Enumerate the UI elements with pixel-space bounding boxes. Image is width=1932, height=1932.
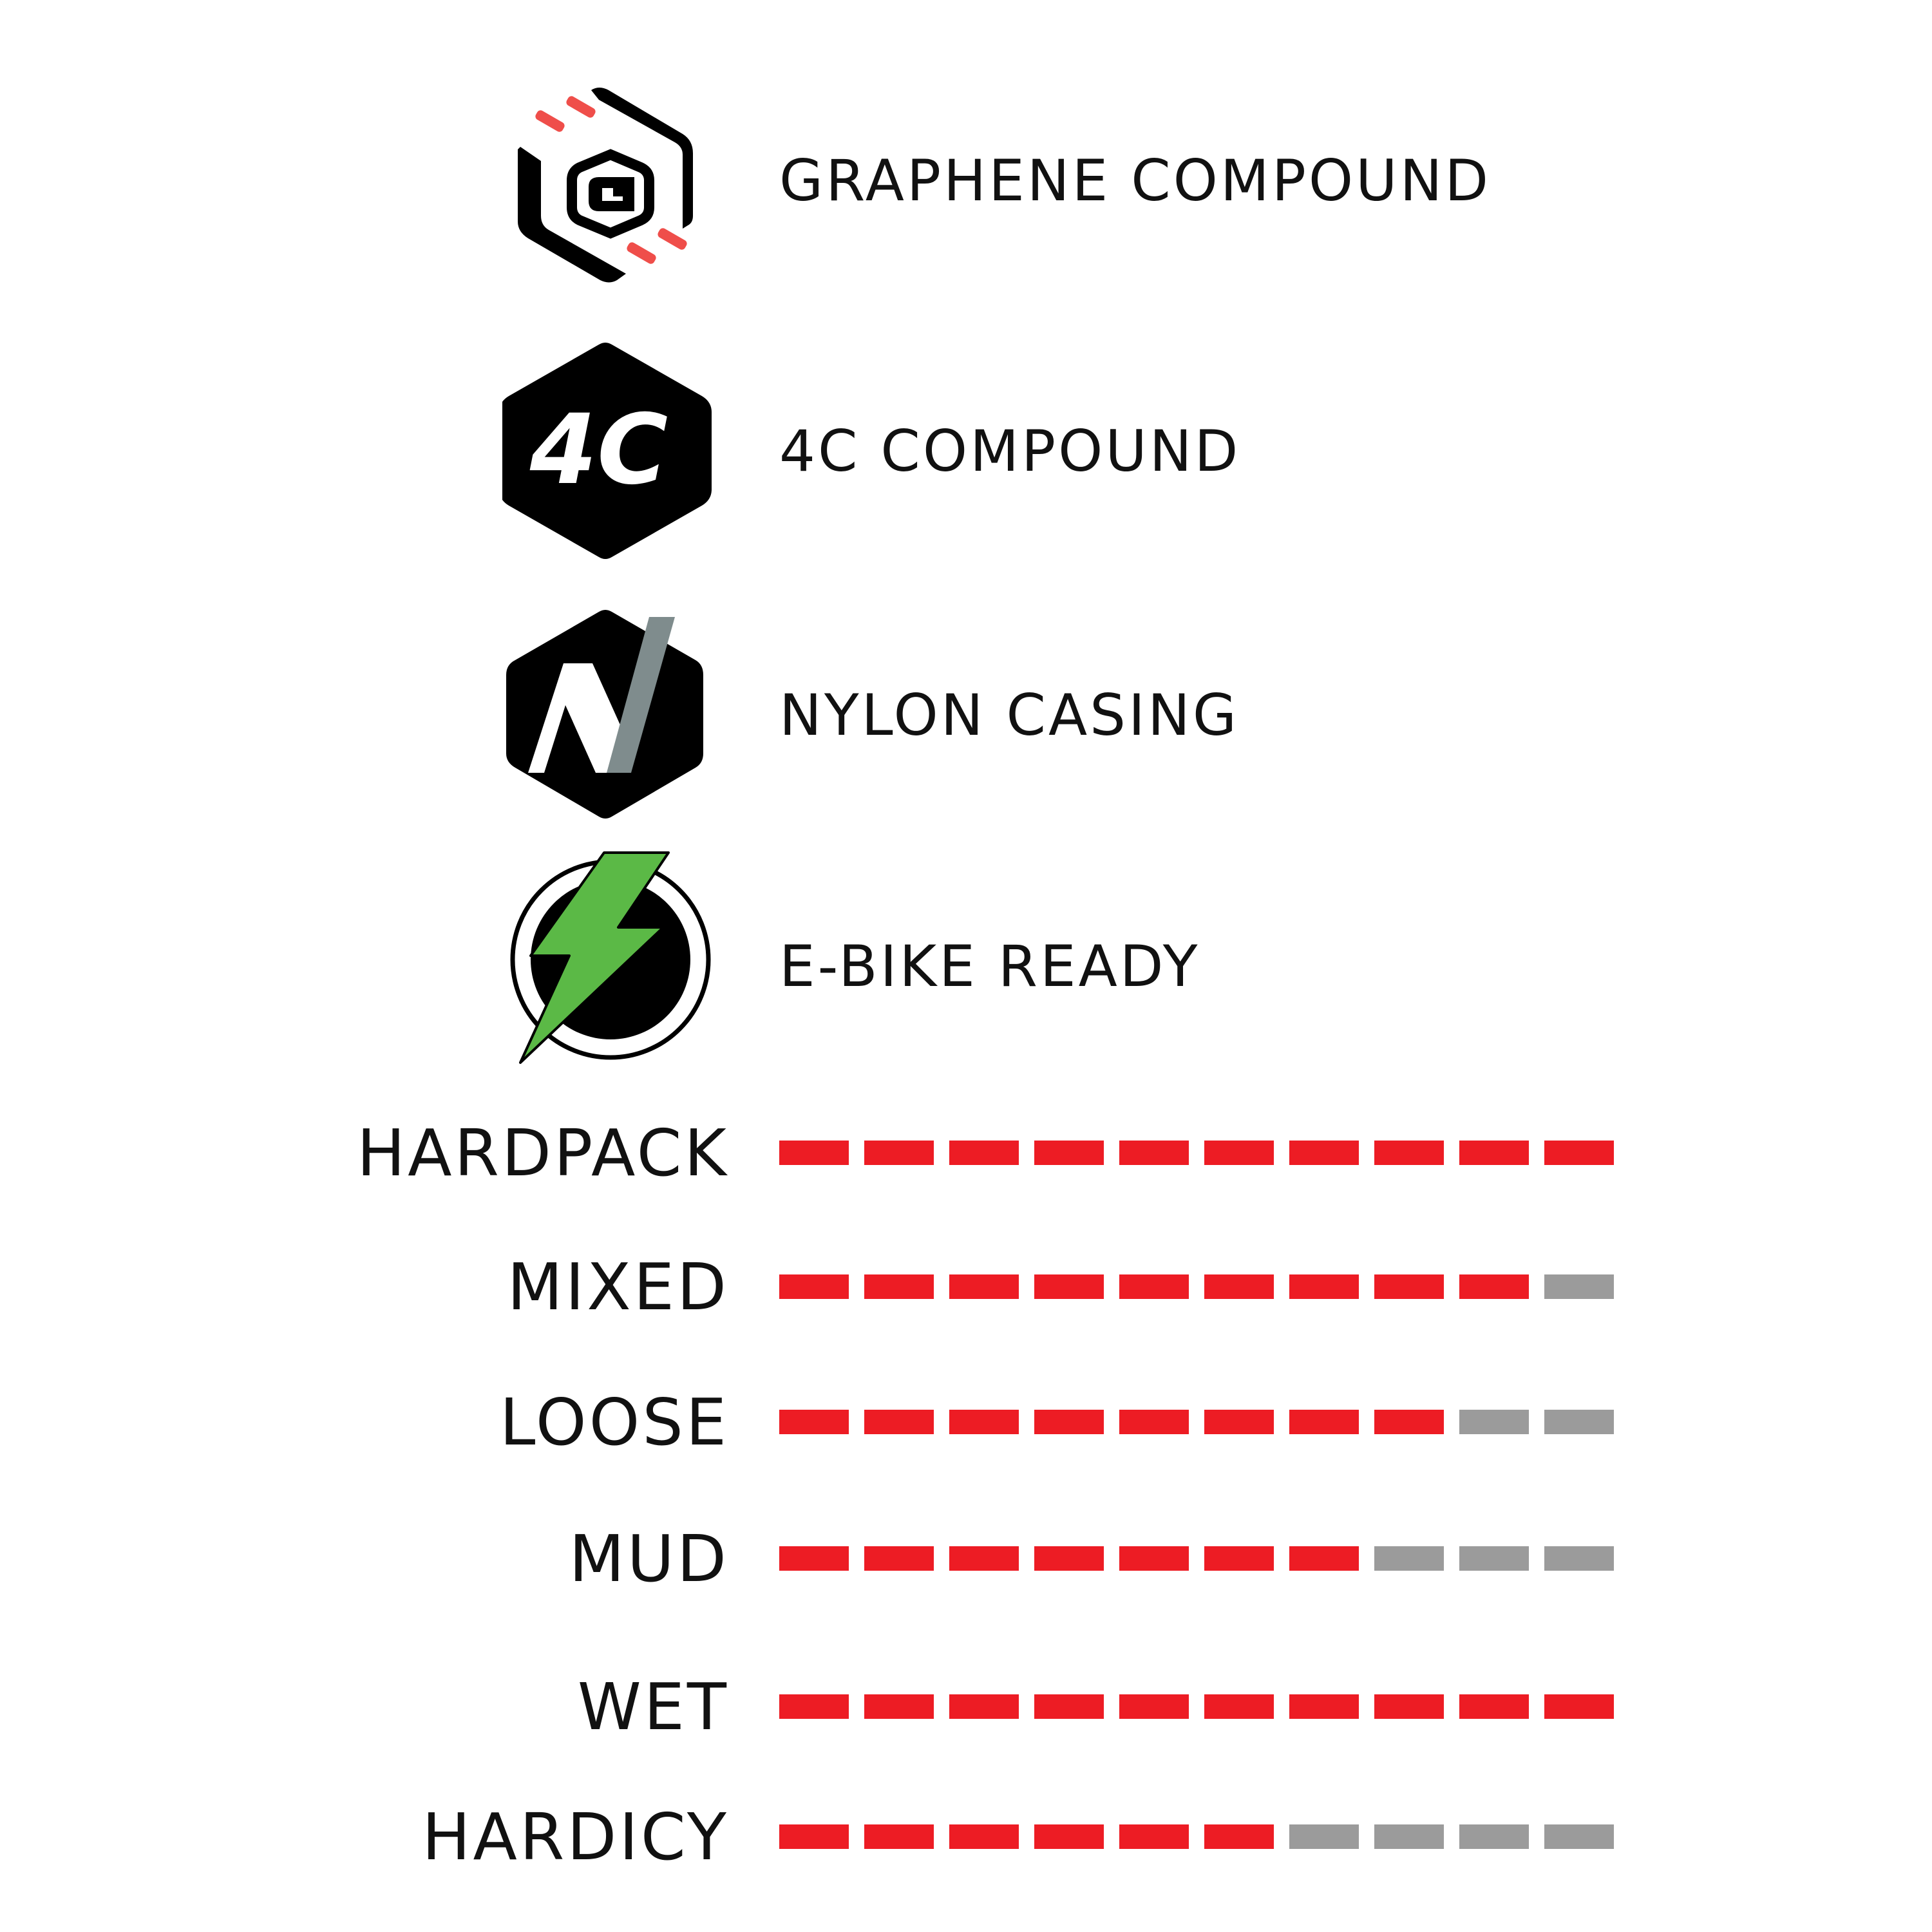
rating-segment-filled (779, 1694, 849, 1719)
rating-segment-filled (1459, 1274, 1529, 1299)
rating-row-mud: MUD (0, 1520, 1932, 1597)
rating-segment-filled (1204, 1824, 1274, 1849)
rating-label: MIXED (507, 1249, 729, 1325)
rating-row-hardpack: HARDPACK (0, 1114, 1932, 1191)
rating-segment-empty (1544, 1824, 1614, 1849)
rating-segment-empty (1374, 1824, 1444, 1849)
rating-segment-filled (1374, 1141, 1444, 1165)
nylon-n-hexagon-icon (506, 610, 703, 819)
feature-ebike: E-BIKE READY (502, 850, 1726, 1082)
rating-segment-filled (949, 1274, 1019, 1299)
rating-segment-filled (1204, 1141, 1274, 1165)
rating-row-wet: WET (0, 1668, 1932, 1745)
rating-segment-filled (1374, 1410, 1444, 1434)
rating-segment-filled (864, 1824, 934, 1849)
rating-segment-filled (779, 1546, 849, 1571)
rating-segment-filled (949, 1694, 1019, 1719)
rating-segment-filled (779, 1410, 849, 1434)
rating-segment-filled (949, 1410, 1019, 1434)
rating-segment-filled (949, 1824, 1019, 1849)
rating-segment-filled (779, 1824, 849, 1849)
rating-segment-filled (949, 1546, 1019, 1571)
rating-segment-filled (1034, 1141, 1104, 1165)
rating-segment-filled (779, 1274, 849, 1299)
rating-label: MUD (569, 1520, 729, 1596)
rating-segment-empty (1544, 1546, 1614, 1571)
rating-segment-filled (1034, 1546, 1104, 1571)
feature-graphene: GRAPHENE COMPOUND (502, 64, 1726, 296)
rating-segment-empty (1544, 1410, 1614, 1434)
rating-segment-filled (1119, 1141, 1189, 1165)
rating-label: LOOSE (499, 1384, 729, 1460)
rating-segment-filled (1119, 1546, 1189, 1571)
rating-segment-filled (1119, 1824, 1189, 1849)
rating-segment-filled (1034, 1694, 1104, 1719)
rating-segment-filled (1289, 1410, 1359, 1434)
rating-label: HARDICY (422, 1799, 729, 1875)
rating-segment-filled (1459, 1141, 1529, 1165)
rating-segment-filled (1289, 1546, 1359, 1571)
rating-segment-filled (949, 1141, 1019, 1165)
rating-segment-filled (1374, 1274, 1444, 1299)
rating-segment-filled (1289, 1141, 1359, 1165)
rating-segment-filled (1034, 1824, 1104, 1849)
rating-segment-filled (1119, 1694, 1189, 1719)
rating-row-hardicy: HARDICY (0, 1798, 1932, 1875)
feature-nylon: NYLON CASING (502, 599, 1726, 831)
rating-segment-filled (1374, 1694, 1444, 1719)
rating-bars (779, 1694, 1614, 1719)
rating-segment-filled (1204, 1274, 1274, 1299)
rating-segment-filled (779, 1141, 849, 1165)
rating-segment-empty (1374, 1546, 1444, 1571)
rating-segment-filled (864, 1274, 934, 1299)
feature-label: 4C COMPOUND (779, 417, 1241, 484)
rating-segment-filled (1034, 1410, 1104, 1434)
rating-segment-empty (1544, 1274, 1614, 1299)
rating-segment-filled (1119, 1410, 1189, 1434)
rating-segment-filled (1204, 1694, 1274, 1719)
rating-row-loose: LOOSE (0, 1383, 1932, 1461)
rating-segment-filled (1204, 1546, 1274, 1571)
rating-bars (779, 1141, 1614, 1165)
rating-segment-filled (864, 1694, 934, 1719)
feature-label: E-BIKE READY (779, 933, 1200, 999)
graphene-g-hexagon-icon (518, 88, 693, 283)
rating-segment-empty (1459, 1546, 1529, 1571)
rating-segment-filled (1289, 1274, 1359, 1299)
rating-segment-empty (1459, 1824, 1529, 1849)
rating-bars (779, 1410, 1614, 1434)
svg-text:4C: 4C (529, 394, 668, 506)
rating-segment-empty (1289, 1824, 1359, 1849)
4c-hexagon-icon: 4C (502, 343, 712, 559)
rating-segment-filled (864, 1546, 934, 1571)
rating-segment-filled (1204, 1410, 1274, 1434)
rating-bars (779, 1274, 1614, 1299)
rating-row-mixed: MIXED (0, 1248, 1932, 1325)
lightning-bolt-circle-icon (510, 851, 711, 1064)
rating-label: HARDPACK (356, 1115, 729, 1191)
rating-bars (779, 1546, 1614, 1571)
rating-segment-filled (1289, 1694, 1359, 1719)
rating-segment-filled (1459, 1694, 1529, 1719)
rating-segment-filled (864, 1410, 934, 1434)
feature-label: NYLON CASING (779, 681, 1240, 748)
rating-segment-filled (1119, 1274, 1189, 1299)
feature-label: GRAPHENE COMPOUND (779, 147, 1492, 214)
rating-segment-filled (1544, 1694, 1614, 1719)
rating-segment-filled (1544, 1141, 1614, 1165)
rating-segment-empty (1459, 1410, 1529, 1434)
rating-bars (779, 1824, 1614, 1849)
feature-4c: 4C 4C COMPOUND (502, 335, 1726, 567)
rating-segment-filled (864, 1141, 934, 1165)
rating-label: WET (577, 1669, 729, 1745)
rating-segment-filled (1034, 1274, 1104, 1299)
